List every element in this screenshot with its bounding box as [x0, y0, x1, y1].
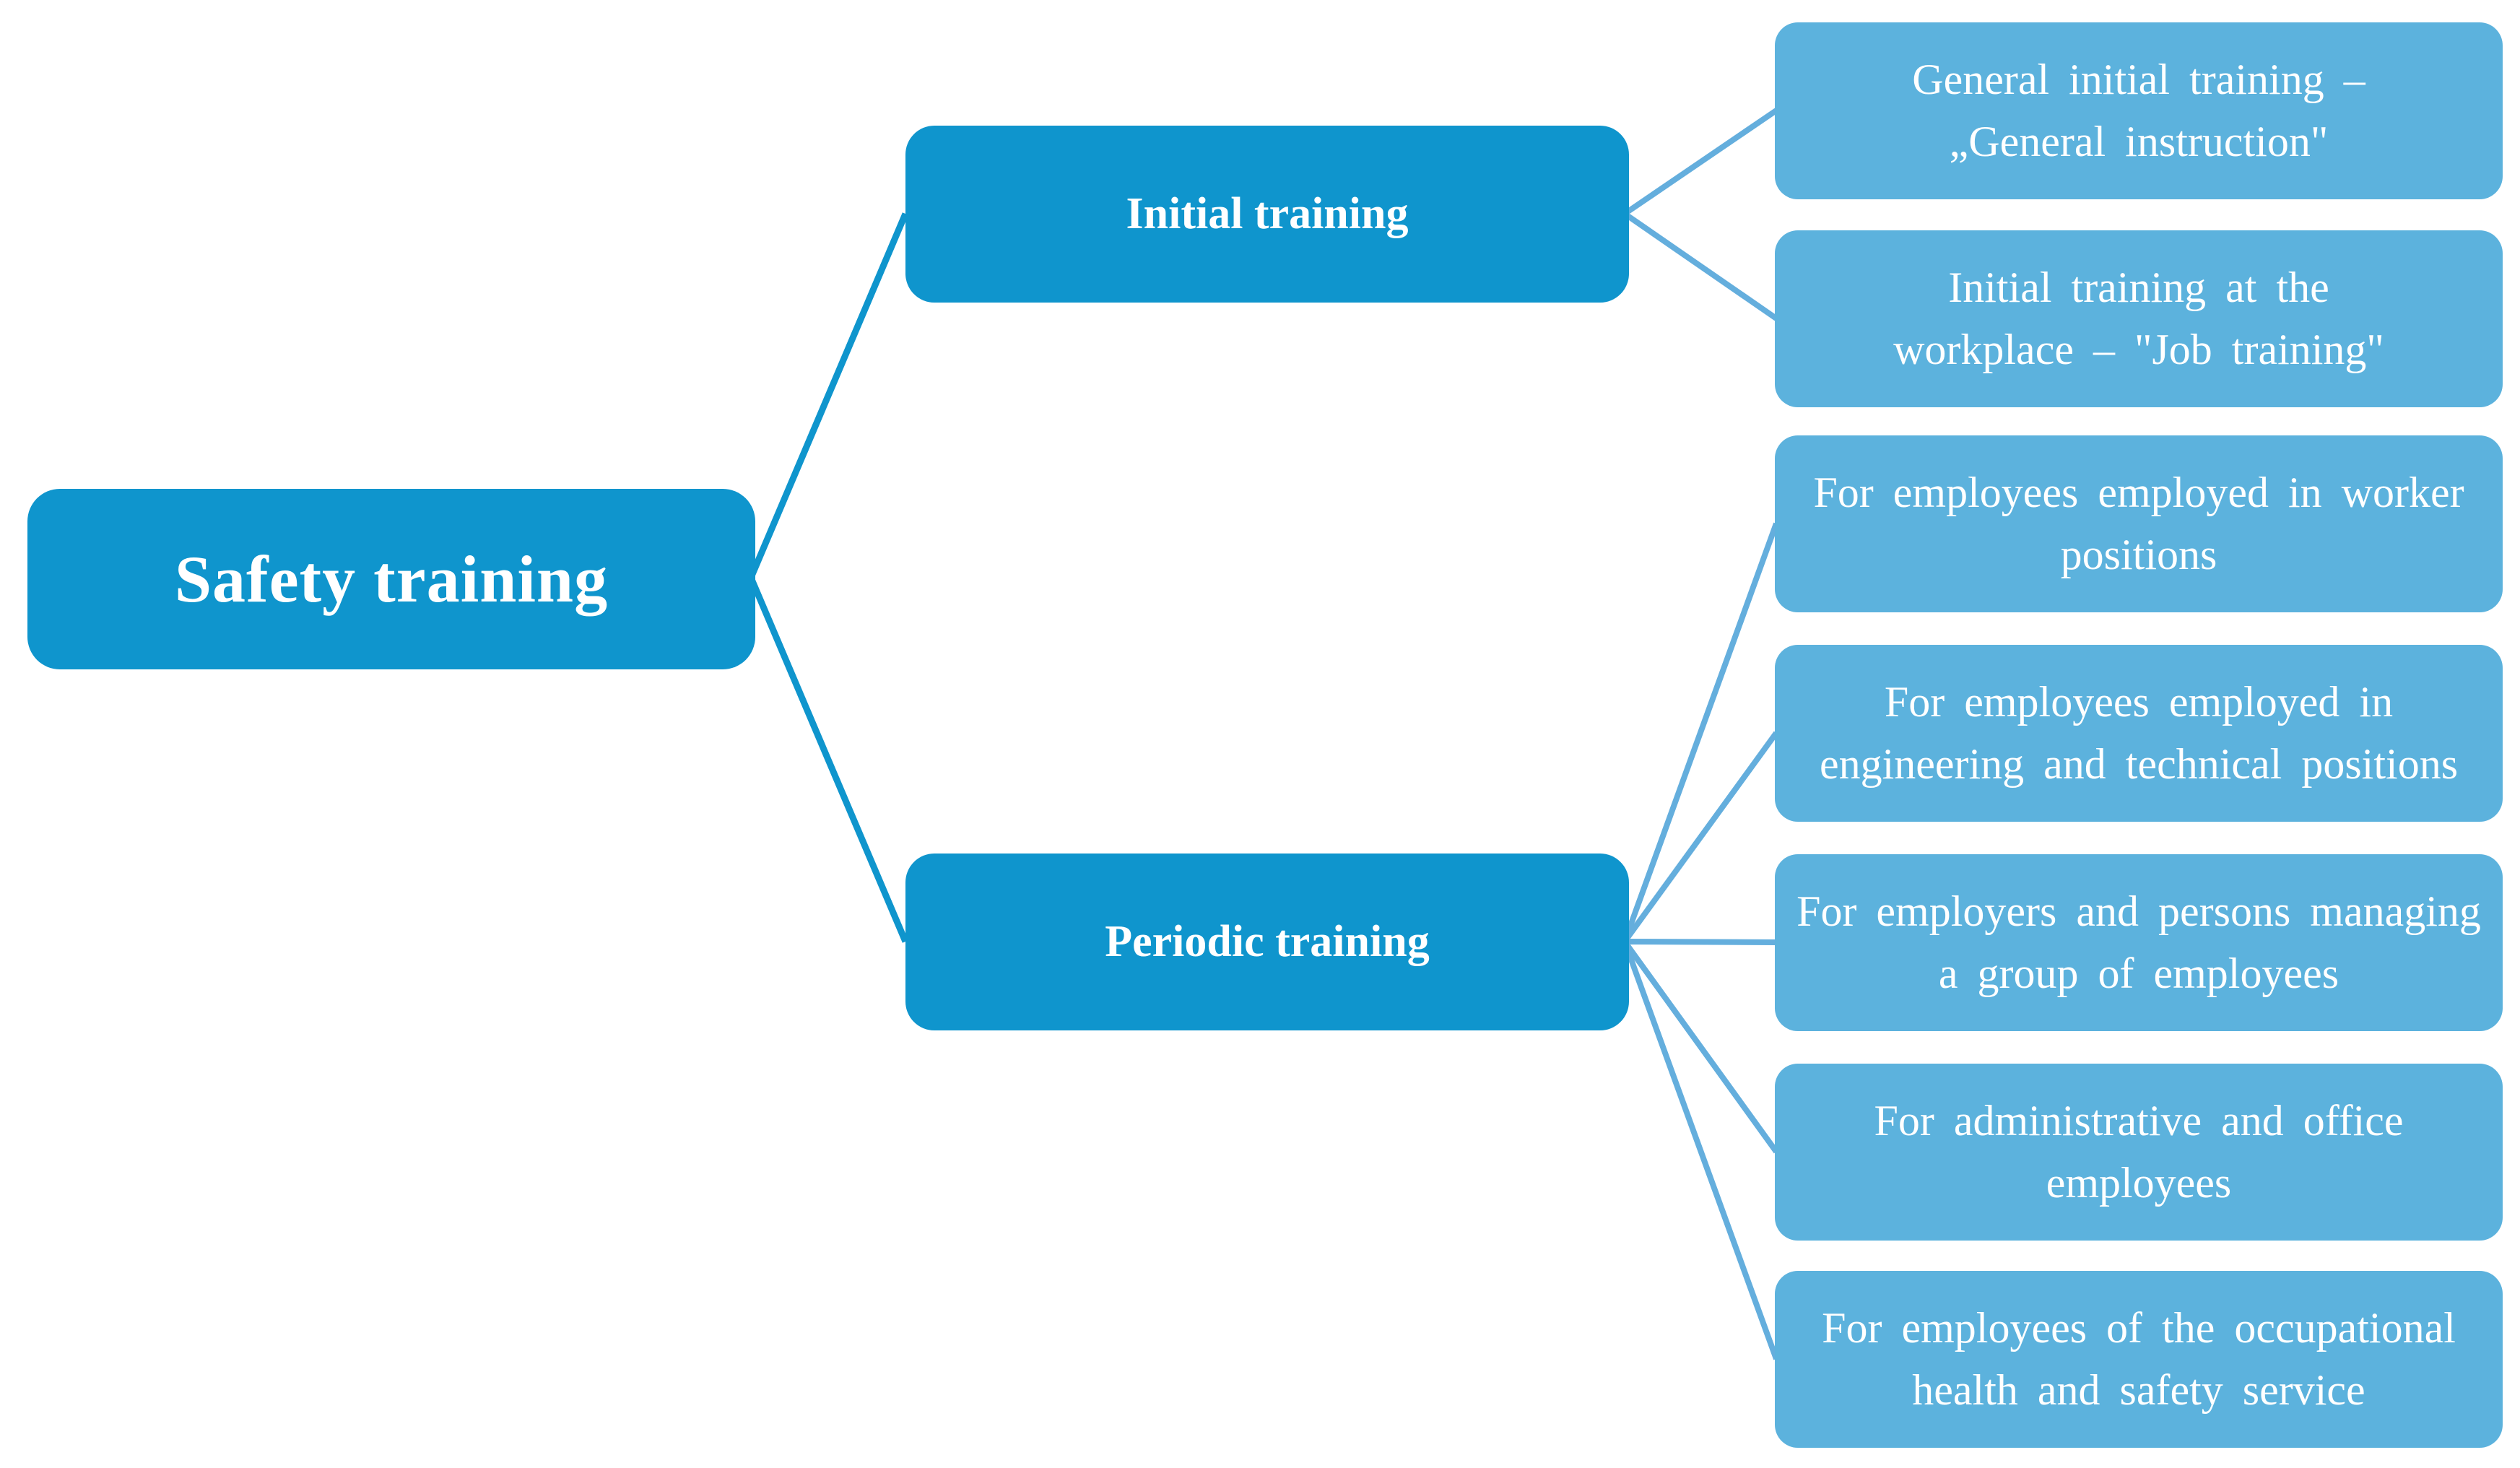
leaf-text-line: employees: [2046, 1158, 2232, 1207]
connector-periodic-leaf3: [1622, 522, 1779, 943]
leaf-text-line: Initial training at the: [1948, 264, 2329, 312]
leaf-initial-training-workplace: Initial training at the workplace – "Job…: [1775, 230, 2503, 407]
leaf-text-line: positions: [2060, 530, 2217, 578]
leaf-text-line: For employees of the occupational: [1822, 1304, 2456, 1352]
leaf-text-line: workplace – "Job training": [1893, 325, 2384, 373]
node-branch-initial-training: Initial training: [905, 126, 1629, 303]
leaf-general-initial-training: General initial training – „General inst…: [1775, 22, 2503, 199]
connector-periodic-leaf6: [1622, 939, 1779, 1154]
leaf-worker-positions: For employees employed in worker positio…: [1775, 435, 2503, 612]
connector-periodic-leaf7: [1622, 940, 1779, 1360]
connector-initial-leaf1: [1622, 108, 1778, 217]
leaf-text-line: health and safety service: [1912, 1365, 2365, 1414]
leaf-text-line: a group of employees: [1938, 949, 2339, 997]
leaf-text-line: For employees employed in worker: [1813, 469, 2464, 517]
connector-root-periodic: [747, 576, 909, 943]
connector-initial-leaf2: [1622, 211, 1778, 321]
node-root-safety-training: Safety training: [27, 489, 755, 669]
leaf-text-line: General initial training –: [1912, 56, 2365, 104]
connector-periodic-leaf4: [1622, 731, 1779, 944]
branch-label: Periodic training: [1105, 917, 1430, 966]
leaf-text-line: For employees employed in: [1884, 678, 2394, 726]
leaf-occupational-health-safety-service: For employees of the occupational health…: [1775, 1271, 2503, 1448]
branch-label: Initial training: [1126, 189, 1409, 238]
connector-root-initial: [747, 212, 909, 579]
leaf-employers-managing-group: For employers and persons managing a gro…: [1775, 854, 2503, 1031]
leaf-text-line: For administrative and office: [1874, 1097, 2404, 1145]
leaf-engineering-technical-positions: For employees employed in engineering an…: [1775, 645, 2503, 822]
leaf-text-line: engineering and technical positions: [1819, 739, 2459, 788]
root-label: Safety training: [174, 542, 609, 616]
leaf-text-line: For employers and persons managing: [1796, 887, 2481, 936]
leaf-text-line: „General instruction": [1949, 117, 2329, 165]
leaf-administrative-office-employees: For administrative and office employees: [1775, 1064, 2503, 1241]
node-branch-periodic-training: Periodic training: [905, 854, 1629, 1030]
